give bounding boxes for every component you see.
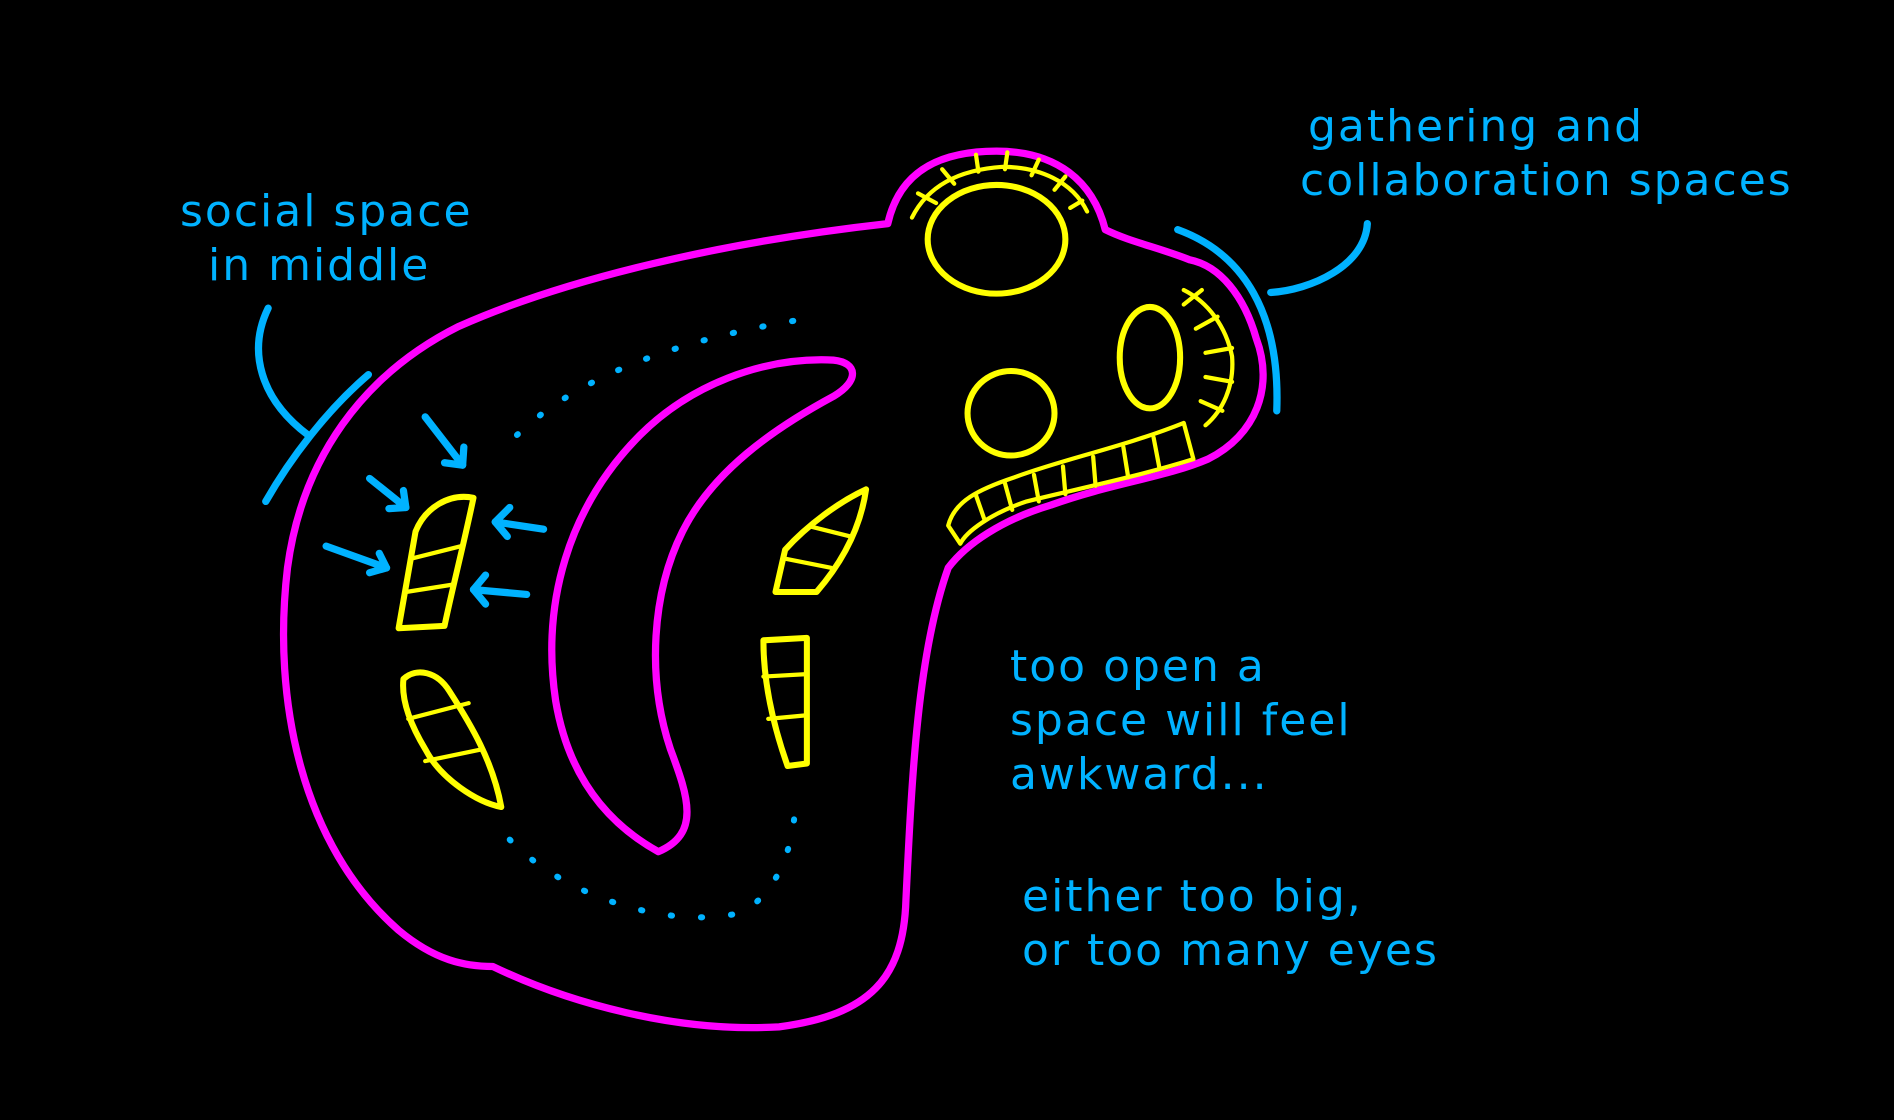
annotation-either: either too big, or too many eyes <box>1022 870 1439 978</box>
furniture-right-upper <box>772 486 870 596</box>
meeting-table-left <box>964 367 1058 459</box>
annotation-social-space-line-2: in middle <box>208 240 431 291</box>
bench-long-ticks <box>973 435 1162 522</box>
annotation-too-open-line-3: awkward... <box>1010 749 1269 800</box>
seating-top-arc <box>909 164 1090 220</box>
arrow-right-bottom-icon <box>469 571 531 608</box>
arrow-right-top-icon <box>491 503 548 541</box>
furniture-left-lower <box>400 669 505 811</box>
bench-long <box>946 420 1196 546</box>
annotation-gathering-line-1: gathering and <box>1308 101 1644 152</box>
annotation-too-open-line-1: too open a <box>1010 641 1266 692</box>
annotation-either-line-2: or too many eyes <box>1022 925 1439 976</box>
furniture-right-lower <box>760 634 810 769</box>
gathering-leader <box>1267 219 1371 297</box>
annotation-either-line-1: either too big, <box>1022 871 1363 922</box>
arrow-left-icon <box>322 542 391 577</box>
dotted-path-bottom <box>506 808 798 921</box>
annotation-social-space: social space in middle <box>180 185 473 293</box>
dotted-path-top <box>513 317 801 439</box>
seating-top-ticks <box>915 150 1085 211</box>
focus-arrows <box>322 413 548 608</box>
annotation-social-space-line-1: social space <box>180 186 473 237</box>
annotation-gathering-line-2: collaboration spaces <box>1300 155 1793 206</box>
annotation-gathering: gathering and collaboration spaces <box>1300 100 1793 208</box>
social-space-leader <box>254 304 312 439</box>
annotation-too-open: too open a space will feel awkward... <box>1010 640 1352 802</box>
furniture-left-upper <box>395 493 477 632</box>
arrow-left-top-icon <box>365 474 410 513</box>
gathering-bracket <box>1174 226 1281 415</box>
inner-core-outline <box>548 356 856 856</box>
meeting-table-middle <box>1116 303 1184 412</box>
floor-outline <box>279 147 1267 1032</box>
annotation-too-open-line-2: space will feel <box>1010 695 1352 746</box>
social-space-bracket <box>262 370 373 506</box>
arrow-top-icon <box>421 413 468 469</box>
seating-right-ticks <box>1181 287 1235 413</box>
meeting-table-top <box>924 181 1069 297</box>
